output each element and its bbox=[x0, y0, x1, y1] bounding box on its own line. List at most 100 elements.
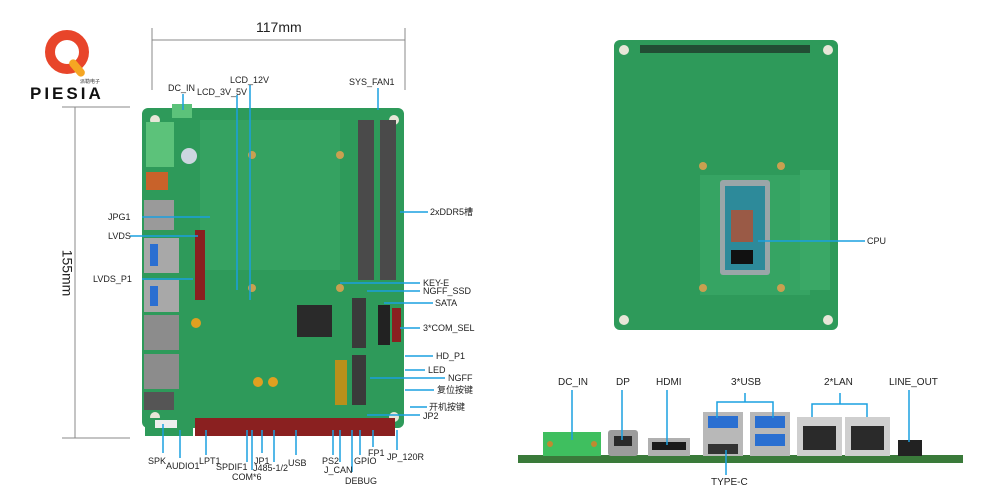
usb-blue bbox=[150, 286, 158, 306]
usb-blue bbox=[150, 244, 158, 266]
capacitor bbox=[191, 318, 201, 328]
screw bbox=[547, 441, 553, 447]
memory-slot-area bbox=[800, 170, 830, 290]
type-c-port bbox=[146, 172, 168, 190]
mount-hole bbox=[699, 284, 707, 292]
ddr-slot bbox=[358, 120, 374, 280]
lan-opening bbox=[851, 426, 884, 450]
usb-blue bbox=[755, 416, 785, 428]
label-dc-in: DC_IN bbox=[168, 83, 196, 93]
label-io-3-usb: 3*USB bbox=[731, 377, 762, 388]
lan-opening bbox=[803, 426, 836, 450]
mount-hole bbox=[248, 151, 256, 159]
mount-hole bbox=[619, 315, 629, 325]
dp-port bbox=[144, 200, 174, 230]
io-callouts bbox=[571, 390, 910, 475]
label-jp2: JP2 bbox=[423, 411, 439, 421]
pcb-area bbox=[200, 120, 340, 270]
pch-die bbox=[731, 250, 753, 264]
io-side-view bbox=[518, 412, 963, 463]
ddr-slot bbox=[380, 120, 396, 280]
label-lcd-12v: LCD_12V bbox=[230, 75, 270, 85]
capacitor bbox=[253, 377, 263, 387]
label-ddr5: 2xDDR5槽 bbox=[430, 207, 474, 217]
lvds-header bbox=[195, 230, 205, 300]
label-debug: DEBUG bbox=[345, 476, 378, 486]
brand-tagline: 派勒电子 bbox=[80, 79, 101, 85]
label-jpg1: JPG1 bbox=[108, 212, 131, 222]
lan-port bbox=[144, 354, 179, 389]
io-line-out-jack bbox=[898, 440, 922, 456]
label-io-line-out: LINE_OUT bbox=[889, 377, 938, 388]
brand-name: PIESIA bbox=[30, 84, 104, 103]
label-key-e: KEY-E bbox=[423, 278, 450, 288]
mount-hole bbox=[699, 162, 707, 170]
chip bbox=[297, 305, 332, 337]
label-usb: USB bbox=[288, 458, 307, 468]
usb-port bbox=[144, 238, 179, 273]
label-cpu: CPU bbox=[867, 236, 887, 246]
label-lvds-p1: LVDS_P1 bbox=[93, 274, 132, 284]
sata-port bbox=[378, 305, 390, 345]
label-io-dc-in: DC_IN bbox=[558, 377, 589, 388]
label-lcd-3v-5v: LCD_3V_5V bbox=[197, 87, 248, 97]
pcb-edge bbox=[518, 455, 963, 463]
label-lvds: LVDS bbox=[108, 231, 131, 241]
label-fp1: FP1 bbox=[368, 448, 385, 458]
label-io-hdmi: HDMI bbox=[656, 377, 682, 388]
hdmi-opening bbox=[652, 442, 686, 450]
top-view-board bbox=[142, 104, 404, 436]
lan-port bbox=[144, 315, 179, 350]
mount-hole bbox=[777, 162, 785, 170]
mount-hole bbox=[823, 45, 833, 55]
ngff-slot bbox=[335, 360, 347, 405]
mount-hole bbox=[336, 284, 344, 292]
ngff-ssd-slot bbox=[352, 298, 366, 348]
ngff-slot bbox=[352, 355, 366, 405]
bottom-view-board bbox=[614, 40, 838, 330]
label-jp1: JP1 bbox=[254, 456, 270, 466]
mount-hole bbox=[619, 45, 629, 55]
mount-hole bbox=[823, 315, 833, 325]
label-com6: COM*6 bbox=[232, 472, 262, 482]
label-reset-button: 复位按键 bbox=[437, 385, 474, 395]
dc-in-connector bbox=[172, 104, 192, 118]
capacitor bbox=[181, 148, 197, 164]
mount-hole bbox=[336, 151, 344, 159]
label-hd-p1: HD_P1 bbox=[436, 351, 466, 361]
dp-opening bbox=[614, 436, 632, 446]
mount-hole bbox=[248, 284, 256, 292]
label-spk: SPK bbox=[148, 456, 167, 466]
capacitor bbox=[268, 377, 278, 387]
label-power-button: 开机按键 bbox=[429, 402, 466, 412]
label-sys-fan1: SYS_FAN1 bbox=[349, 77, 395, 87]
mount-hole bbox=[777, 284, 785, 292]
label-ngff: NGFF bbox=[448, 373, 473, 383]
cpu-die bbox=[731, 210, 753, 242]
label-j-can: J_CAN bbox=[324, 465, 353, 475]
bottom-headers bbox=[195, 418, 395, 436]
screw bbox=[591, 441, 597, 447]
width-dimension-label: 117mm bbox=[256, 19, 302, 35]
label-j485: J485-1/2 bbox=[253, 463, 289, 473]
label-audio1: AUDIO1 bbox=[166, 461, 200, 471]
audio-jack bbox=[144, 392, 174, 410]
height-dimension-label: 155mm bbox=[59, 249, 76, 297]
top-callouts bbox=[130, 85, 445, 472]
usb-port bbox=[144, 280, 179, 312]
label-ps2: PS2 bbox=[322, 456, 340, 466]
label-io-type-c: TYPE-C bbox=[711, 477, 748, 488]
usb-blue bbox=[755, 434, 785, 446]
com-sel-header bbox=[392, 308, 401, 342]
brand-logo-icon bbox=[45, 30, 89, 74]
label-3-com-sel: 3*COM_SEL bbox=[423, 323, 475, 333]
label-io-2-lan: 2*LAN bbox=[824, 377, 853, 388]
io-type-c-port bbox=[708, 444, 738, 454]
label-spdif1: SPDIF1 bbox=[216, 462, 248, 472]
dc-terminal bbox=[146, 122, 174, 167]
usb-blue bbox=[708, 416, 738, 428]
label-gpio: GPIO bbox=[354, 456, 377, 466]
label-lpt1: LPT1 bbox=[199, 456, 221, 466]
label-jp-120r: JP_120R bbox=[387, 452, 425, 462]
label-ngff-ssd: NGFF_SSD bbox=[423, 286, 472, 296]
